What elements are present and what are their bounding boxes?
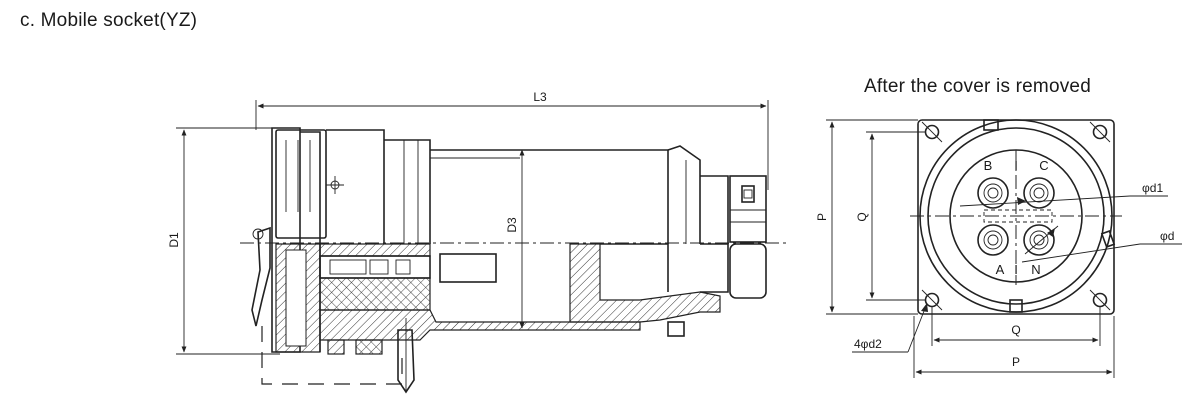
dim-P-vertical: P — [815, 213, 829, 221]
dim-P-horizontal: P — [1012, 355, 1020, 369]
pin-label-N: N — [1031, 262, 1040, 277]
dim-D3: D3 — [505, 217, 519, 233]
cover-caption: After the cover is removed — [864, 76, 1091, 97]
pin-label-C: C — [1039, 158, 1048, 173]
page-title: c. Mobile socket(YZ) — [20, 10, 198, 31]
pin-label-B: B — [984, 158, 993, 173]
dim-d1: φd1 — [1142, 181, 1163, 195]
dim-d2: 4φd2 — [854, 337, 882, 351]
dim-Q-vertical: Q — [855, 212, 869, 221]
front-view: B C A N I I φd1 φd P Q Q — [815, 119, 1182, 378]
dim-Q-horizontal: Q — [1011, 323, 1020, 337]
pin-label-A: A — [996, 262, 1005, 277]
dim-L3: L3 — [533, 90, 547, 104]
dim-d: φd — [1160, 229, 1174, 243]
key-mark-bottom: I — [1014, 262, 1018, 277]
dim-D1: D1 — [167, 232, 181, 248]
side-view: L3 D1 D3 — [167, 90, 790, 394]
key-mark-top: I — [1014, 158, 1018, 173]
mount-hole-tr — [1092, 124, 1108, 140]
